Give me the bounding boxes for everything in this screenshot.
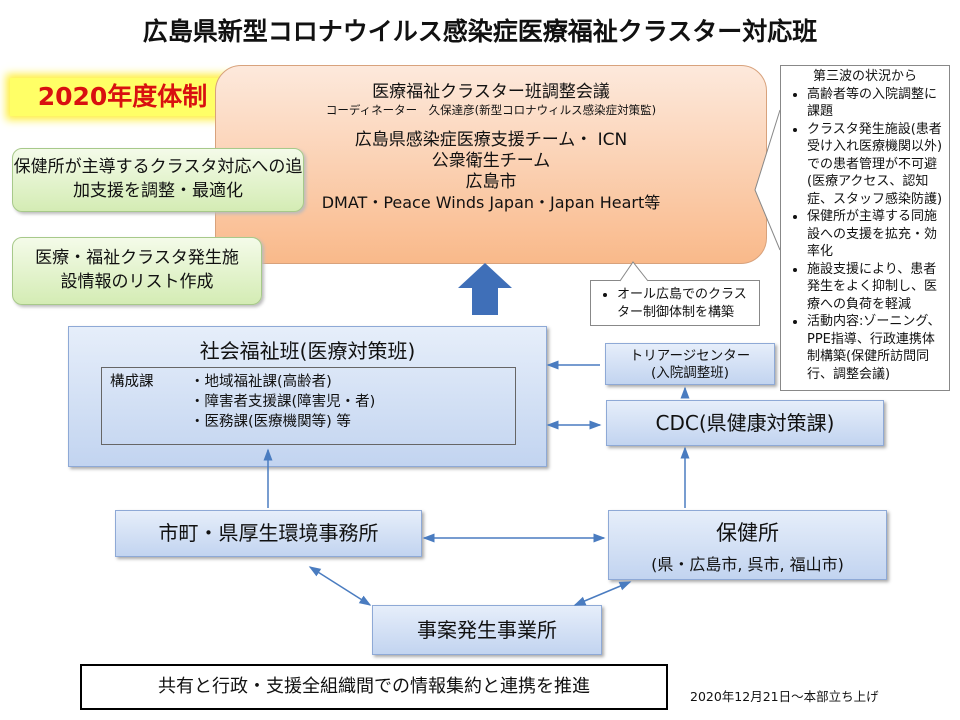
council-member: DMAT・Peace Winds Japan・Japan Heart等	[321, 193, 661, 213]
year-badge: 2020年度体制	[10, 78, 235, 116]
bottom-message: 共有と行政・支援全組織間での情報集約と連携を推進	[80, 664, 668, 710]
council-member: 広島市	[465, 172, 517, 193]
divisions-label: 構成課	[110, 374, 154, 390]
member-divisions-box: 構成課 ・地域福祉課(高齢者) ・障害者支援課(障害児・者) ・医務課(医療機関…	[101, 367, 516, 445]
council-coordinator: コーディネーター 久保達彦(新型コロナウィルス感染症対策監)	[325, 103, 657, 118]
health-center-title: 保健所	[716, 521, 779, 545]
cdc-box: CDC(県健康対策課)	[606, 400, 884, 446]
triage-subtitle: (入院調整班)	[650, 365, 730, 381]
all-hiroshima-text: オール広島でのクラスター制御体制を構築	[617, 286, 755, 321]
status-note: 第三波の状況から 高齢者等の入院調整に課題 クラスタ発生施設(患者受け入れ医療機…	[780, 65, 950, 391]
coordination-council-box: 医療福祉クラスター班調整会議 コーディネーター 久保達彦(新型コロナウィルス感染…	[215, 65, 767, 264]
status-note-item: 高齢者等の入院調整に課題	[807, 86, 945, 121]
municipal-box: 市町・県厚生環境事務所	[115, 510, 422, 557]
welfare-team-title: 社会福祉班(医療対策班)	[199, 339, 416, 363]
callout-list: 医療・福祉クラスタ発生施設情報のリスト作成	[12, 237, 262, 305]
triage-title: トリアージセンター	[629, 348, 751, 364]
council-title: 医療福祉クラスター班調整会議	[372, 82, 610, 102]
triage-center-box: トリアージセンター (入院調整班)	[605, 343, 775, 385]
date-note: 2020年12月21日～本部立ち上げ	[690, 689, 879, 704]
health-center-subtitle: (県・広島市, 呉市, 福山市)	[651, 555, 844, 574]
status-note-item: クラスタ発生施設(患者受け入れ医療機関以外)での患者管理が不可避(医療アクセス、…	[807, 121, 945, 209]
status-note-item: 施設支援により、患者発生をよく抑制し、医療への負荷を軽減	[807, 261, 945, 314]
all-hiroshima-note: オール広島でのクラスター制御体制を構築	[590, 280, 760, 326]
welfare-team-box: 社会福祉班(医療対策班) 構成課 ・地域福祉課(高齢者) ・障害者支援課(障害児…	[68, 326, 547, 467]
health-center-box: 保健所 (県・広島市, 呉市, 福山市)	[608, 510, 887, 580]
note-pointer	[619, 261, 649, 282]
callout-support: 保健所が主導するクラスタ対応への追加支援を調整・最適化	[12, 148, 304, 212]
council-member: 公衆衛生チーム	[431, 150, 551, 171]
arrow-site-hc	[573, 581, 632, 606]
status-note-item: 保健所が主導する同施設への支援を拡充・効率化	[807, 208, 945, 261]
incident-site-box: 事案発生事業所	[372, 605, 602, 655]
division: ・地域福祉課(高齢者)	[190, 374, 332, 390]
status-note-heading: 第三波の状況から	[812, 69, 917, 84]
status-note-item: 活動内容:ゾーニング、PPE指導、行政連携体制構築(保健所訪問同行、調整会議)	[807, 313, 945, 383]
division: ・障害者支援課(障害児・者)	[190, 394, 376, 410]
big-up-arrow	[458, 263, 512, 315]
division: ・医務課(医療機関等) 等	[190, 414, 351, 430]
page-title: 広島県新型コロナウイルス感染症医療福祉クラスター対応班	[142, 17, 818, 46]
council-member: 広島県感染症医療支援チーム・ ICN	[354, 129, 628, 150]
arrow-site-municipal	[308, 566, 372, 606]
